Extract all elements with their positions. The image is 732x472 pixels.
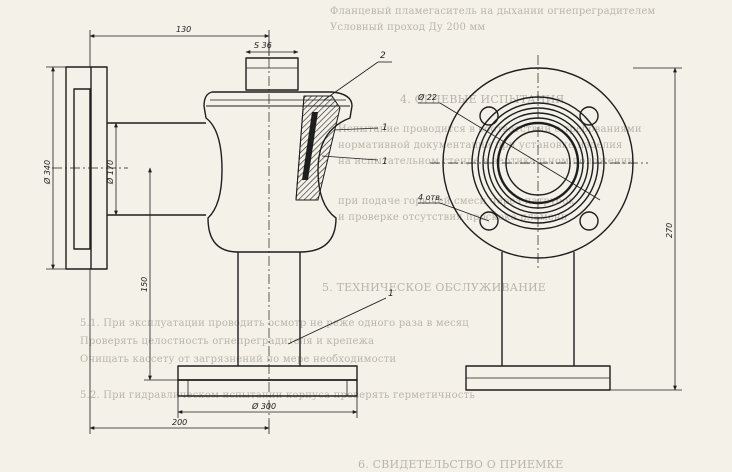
- right-flange-view: [430, 55, 648, 391]
- bg-section4-line: на испытательном стенде в вертикальном п…: [338, 156, 635, 167]
- dimension-lines: [46, 30, 682, 434]
- top-nut: [245, 57, 299, 91]
- bg-section4-line: при подаче горючей смеси через патрубок: [338, 196, 575, 207]
- dim-right-height: 270: [665, 223, 674, 238]
- callout-1c: 1: [388, 289, 394, 299]
- bg-section4-line: и проверке отсутствия проскока пламени: [338, 212, 568, 223]
- dim-right-holes: 4 отв.: [418, 193, 442, 202]
- bolt-hole: [479, 106, 499, 126]
- bolt-hole: [579, 106, 599, 126]
- bg-text-line2: Условный проход Ду 200 мм: [330, 22, 486, 33]
- bg-section4-line: Испытание проводится в соответствии с тр…: [338, 124, 642, 135]
- dim-flange-inner: Ø 170: [105, 160, 115, 185]
- dim-bottom-flange: Ø 300: [251, 401, 276, 411]
- dimension-labels: 130 S 36 Ø 340 Ø 170 150 Ø 300 200 Ø 22 …: [42, 25, 674, 427]
- side-pipe: [107, 122, 206, 216]
- callout-leaders: [287, 61, 392, 345]
- callout-1b: 1: [382, 157, 388, 167]
- vertical-stem: [237, 40, 301, 420]
- bg-text-line1: Фланцевый пламегаситель на дыхании огнеп…: [330, 6, 656, 17]
- dim-flange-outer: Ø 340: [42, 160, 52, 185]
- dim-right-flange-hole: Ø 22: [417, 92, 437, 102]
- bottom-flange: [177, 365, 358, 397]
- bg-section5-title: 5. ТЕХНИЧЕСКОЕ ОБСЛУЖИВАНИЕ: [322, 281, 547, 294]
- left-flange: [52, 66, 128, 270]
- callout-1a: 1: [382, 123, 388, 133]
- callout-2: 2: [380, 51, 386, 61]
- dim-overall-length: 200: [172, 418, 187, 427]
- callout-labels: 2 1 1 1: [380, 51, 394, 299]
- bg-section5-line: 5.1. При эксплуатации проводить осмотр н…: [80, 318, 469, 329]
- bg-section5-line: Проверять целостность огнепреградителя и…: [80, 336, 375, 347]
- bolt-hole: [479, 211, 499, 231]
- dim-body-height: 150: [140, 277, 149, 292]
- bg-section6-title: 6. СВИДЕТЕЛЬСТВО О ПРИЕМКЕ: [358, 458, 564, 471]
- bolt-hole: [579, 211, 599, 231]
- bg-section4-title: 4. ОГНЕВЫЕ ИСПЫТАНИЯ: [400, 93, 565, 106]
- main-body: [203, 91, 353, 253]
- dim-top-length: 130: [176, 25, 191, 34]
- dim-nut-width: S 36: [254, 41, 272, 50]
